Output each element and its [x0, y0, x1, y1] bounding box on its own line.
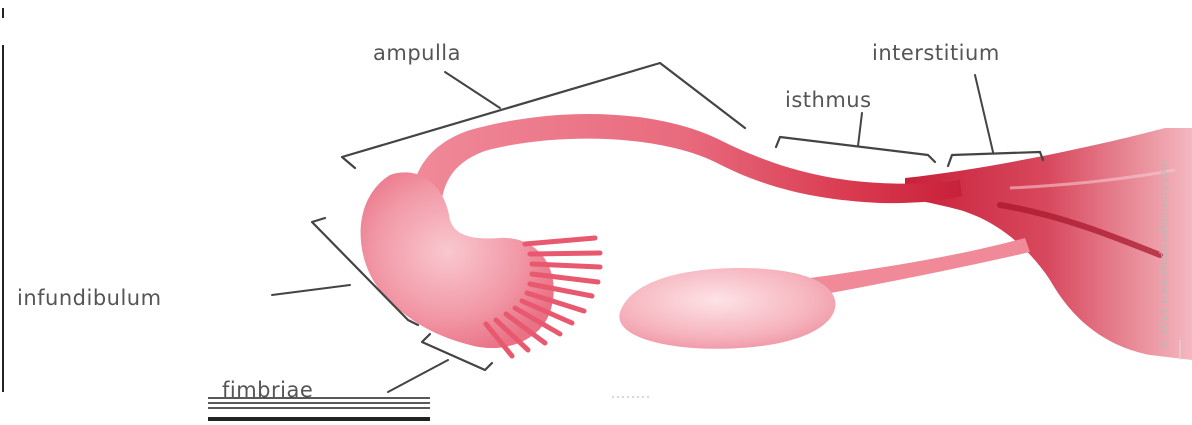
infundibulum-label: infundibulum	[17, 286, 162, 310]
ovarian-ligament	[810, 238, 1030, 296]
isthmus-bracket	[776, 137, 935, 162]
isthmus-label: isthmus	[785, 88, 872, 112]
interstitium-leader	[975, 75, 993, 152]
infundibulum-bulb	[361, 172, 554, 348]
fimbriae-leader	[388, 360, 448, 392]
watermark-text: © 2011 www.MedicalAdvisory.com	[1157, 160, 1170, 350]
tube-body	[411, 114, 962, 260]
isthmus-leader	[858, 113, 862, 146]
ampulla-bracket	[342, 63, 745, 168]
ampulla-label: ampulla	[373, 41, 461, 65]
ampulla-leader	[445, 72, 500, 108]
interstitium-label: interstitium	[872, 41, 1000, 65]
infundibulum-leader	[272, 285, 350, 295]
ovary	[619, 268, 835, 349]
